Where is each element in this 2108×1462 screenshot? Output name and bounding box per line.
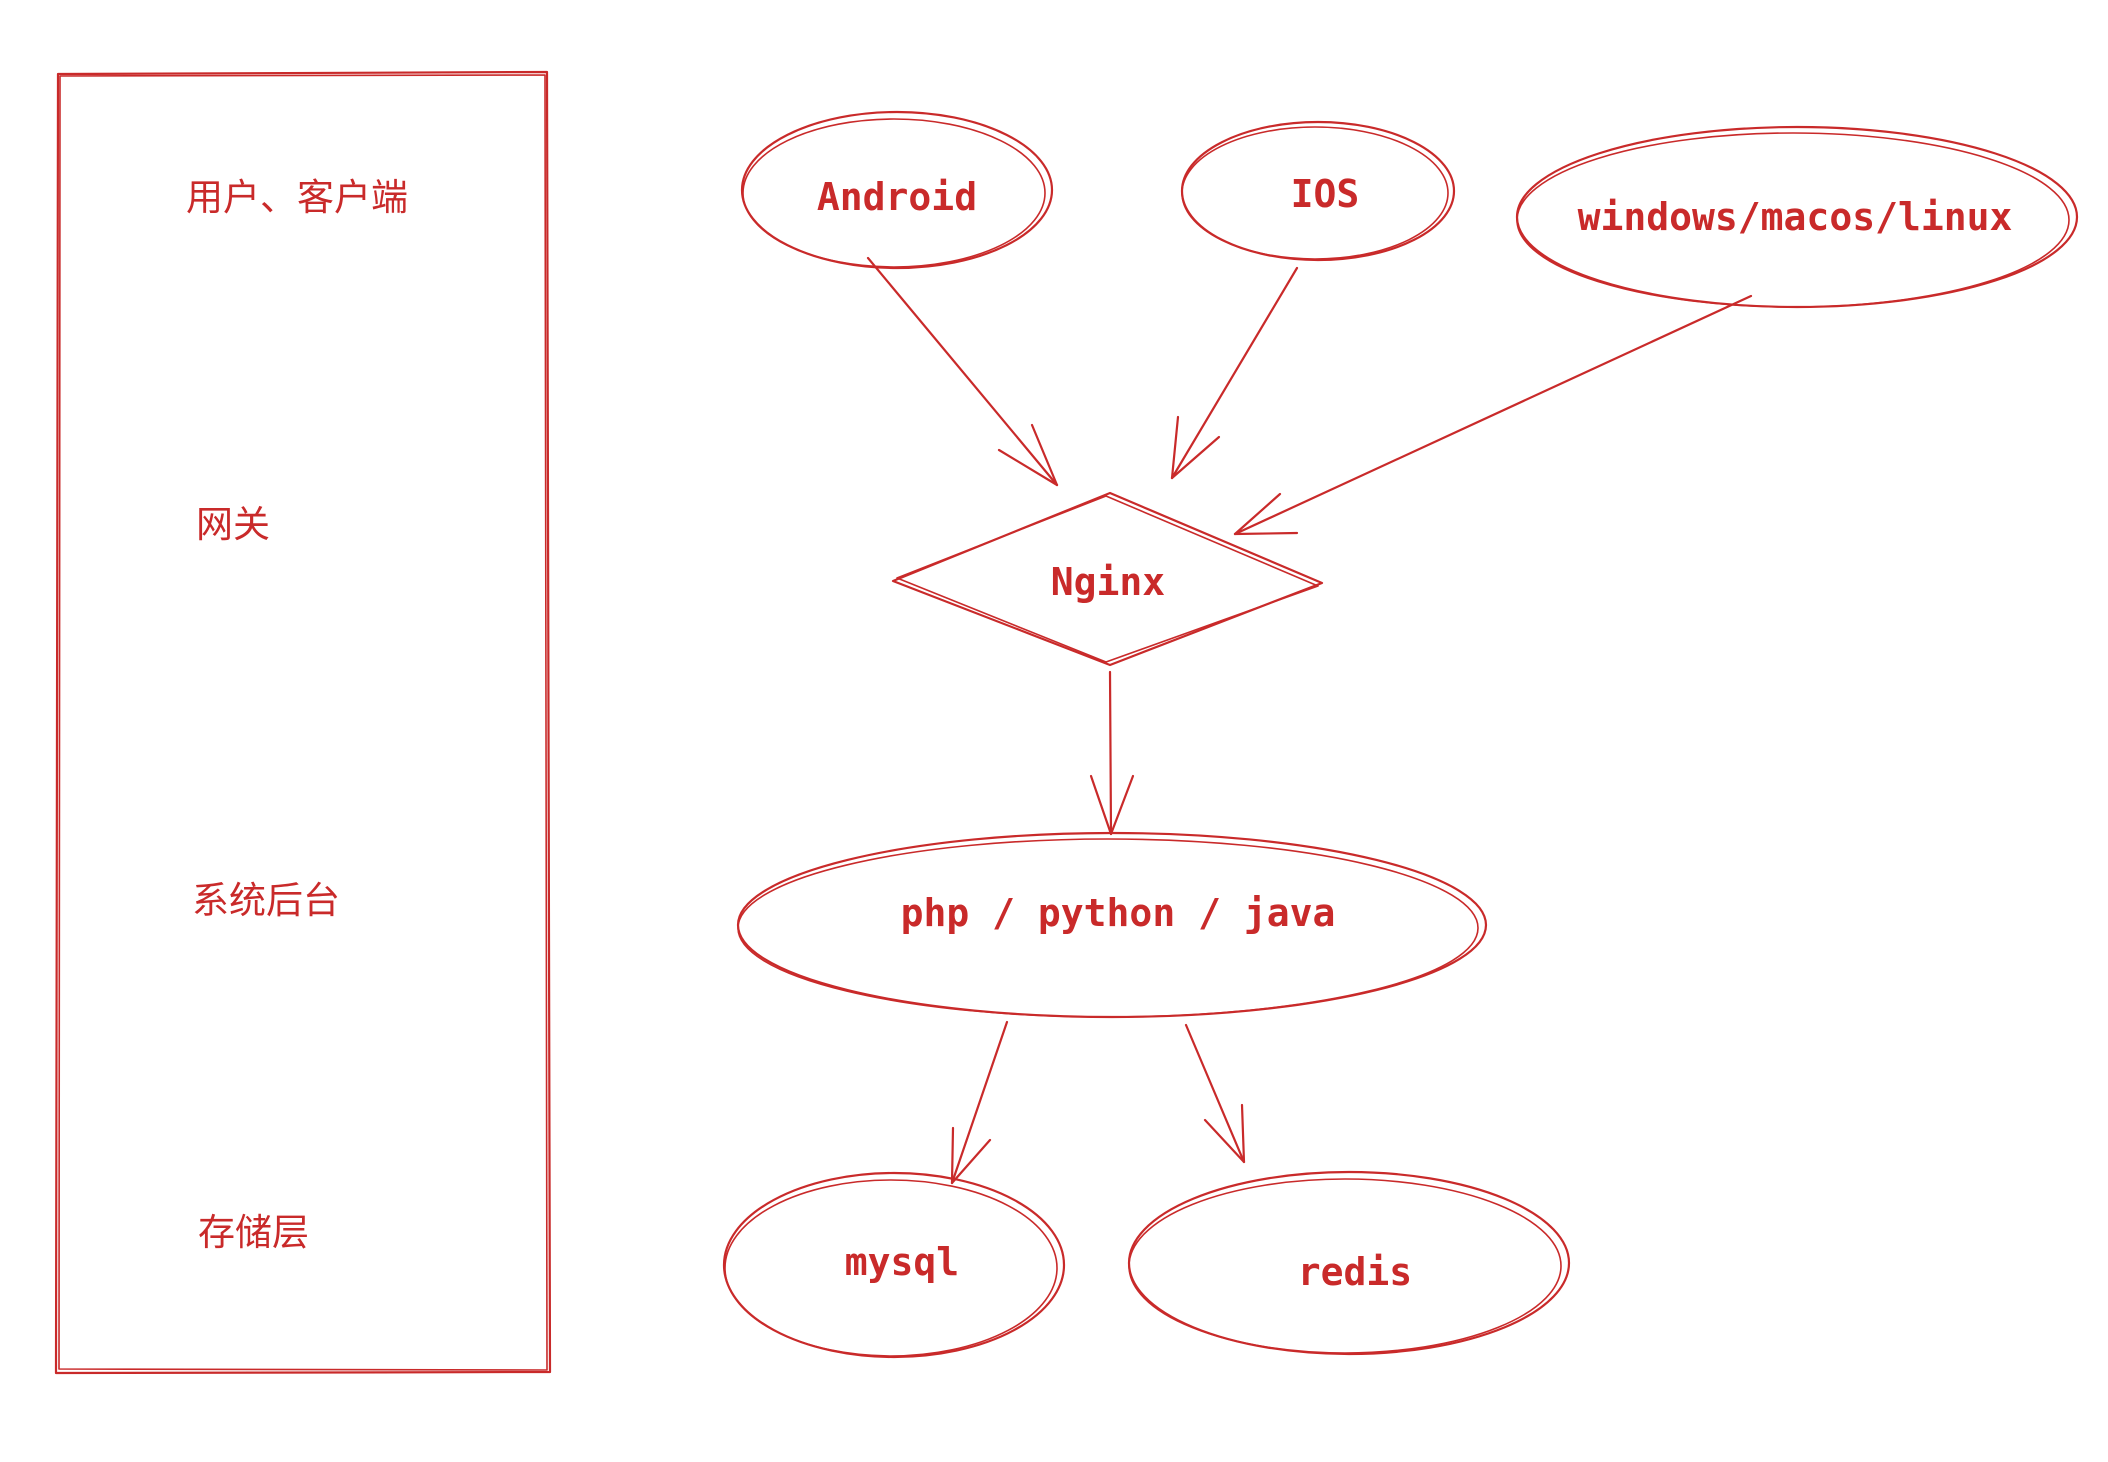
desktop-node: windows/macos/linux: [1515, 125, 2079, 309]
android-node: Android: [740, 110, 1054, 270]
redis-node: redis: [1127, 1170, 1571, 1356]
layer-label-client: 用户、客户端: [186, 176, 408, 219]
nginx-node: Nginx: [891, 491, 1324, 667]
ios-node: IOS: [1180, 120, 1456, 262]
layer-label-storage: 存储层: [198, 1211, 309, 1254]
arrow-backend-to-mysql: [950, 1020, 1009, 1185]
redis-label: redis: [1298, 1250, 1412, 1294]
layer-label-gateway: 网关: [196, 503, 270, 546]
backend-node: php / python / java: [736, 831, 1488, 1019]
mysql-node: mysql: [722, 1171, 1066, 1359]
android-label: Android: [817, 175, 977, 219]
arrow-nginx-to-backend: [1089, 670, 1135, 836]
arrow-ios-to-nginx: [1170, 266, 1299, 480]
ios-label: IOS: [1291, 172, 1360, 216]
layer-box: [54, 70, 552, 1375]
arrow-backend-to-redis: [1184, 1023, 1246, 1164]
layer-label-backend: 系统后台: [192, 879, 340, 922]
desktop-label: windows/macos/linux: [1578, 195, 2013, 239]
backend-label: php / python / java: [901, 891, 1336, 935]
nginx-label: Nginx: [1051, 560, 1165, 604]
arrow-desktop-to-nginx: [1233, 294, 1753, 536]
arrow-android-to-nginx: [866, 256, 1059, 487]
mysql-label: mysql: [845, 1240, 959, 1284]
